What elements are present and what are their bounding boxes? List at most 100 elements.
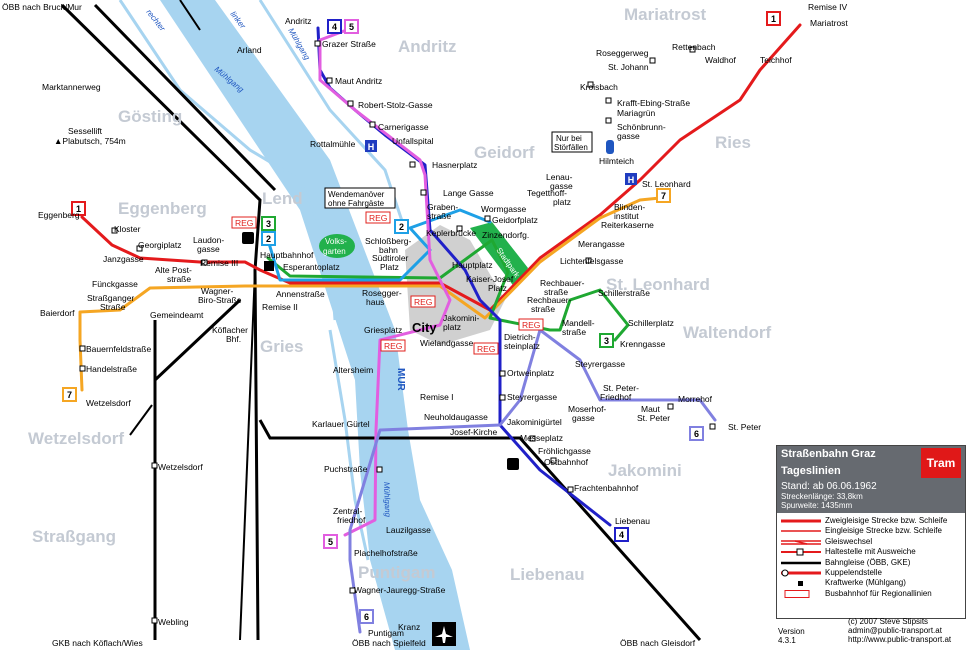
- svg-text:Fünckgasse: Fünckgasse: [92, 279, 138, 289]
- legend-row: Busbahnhof für Regionallinien: [777, 589, 965, 599]
- svg-text:Teichhof: Teichhof: [760, 55, 792, 65]
- svg-text:3: 3: [604, 336, 609, 346]
- svg-text:gasse: gasse: [572, 413, 595, 423]
- line-badges: 1 1 2 2 3 3 4 4 5 5 6 6 7 7: [62, 11, 781, 624]
- legend-row: Gleiswechsel: [777, 537, 965, 547]
- legend-row: Haltestelle mit Ausweiche: [777, 547, 965, 557]
- legend-stand: Stand: ab 06.06.1962: [781, 481, 877, 492]
- legend-title: Straßenbahn Graz: [781, 448, 876, 460]
- svg-text:Jakominigürtel: Jakominigürtel: [507, 417, 562, 427]
- svg-text:ÖBB nach Gleisdorf: ÖBB nach Gleisdorf: [620, 638, 696, 648]
- svg-text:Straßganger: Straßganger: [87, 293, 134, 303]
- svg-text:H: H: [368, 142, 375, 152]
- district-wetzelsdorf: Wetzelsdorf: [28, 429, 124, 448]
- svg-text:platz: platz: [553, 197, 571, 207]
- svg-text:Karlauer Gürtel: Karlauer Gürtel: [312, 419, 370, 429]
- district-puntigam: Puntigam: [358, 563, 435, 582]
- svg-text:Lange Gasse: Lange Gasse: [443, 188, 494, 198]
- svg-text:REG: REG: [477, 344, 495, 354]
- svg-text:Wagner-: Wagner-: [201, 286, 233, 296]
- district-mariatrost: Mariatrost: [624, 5, 707, 24]
- svg-text:gasse: gasse: [617, 131, 640, 141]
- legend-length: Streckenlänge: 33,8km: [781, 492, 863, 501]
- legend-info: Stand: ab 06.06.1962 Streckenlänge: 33,8…: [777, 481, 965, 513]
- svg-text:garten: garten: [323, 247, 346, 256]
- legend-swatch: [781, 559, 821, 567]
- svg-text:6: 6: [364, 612, 369, 622]
- svg-text:Bhf.: Bhf.: [226, 334, 241, 344]
- svg-text:Steyrergasse: Steyrergasse: [507, 392, 557, 402]
- svg-text:Neuholdaugasse: Neuholdaugasse: [424, 412, 488, 422]
- svg-text:6: 6: [694, 429, 699, 439]
- legend-label: Kraftwerke (Mühlgang): [825, 578, 906, 588]
- svg-text:Mandell-: Mandell-: [562, 318, 595, 328]
- version-text: Version 4.3.1: [778, 627, 805, 645]
- district-lend: Lend: [262, 189, 303, 208]
- district-liebenau: Liebenau: [510, 565, 585, 584]
- svg-text:REG: REG: [235, 218, 253, 228]
- svg-text:Graben-: Graben-: [427, 202, 458, 212]
- legend-row: Kraftwerke (Mühlgang): [777, 578, 965, 588]
- svg-text:Webling: Webling: [158, 617, 189, 627]
- svg-text:Wagner-Jauregg-Straße: Wagner-Jauregg-Straße: [354, 585, 446, 595]
- svg-text:Rottalmühle: Rottalmühle: [310, 139, 356, 149]
- svg-text:Remise IV: Remise IV: [808, 2, 848, 12]
- svg-text:Merangasse: Merangasse: [578, 239, 625, 249]
- svg-text:Reiterkaserne: Reiterkaserne: [601, 220, 654, 230]
- svg-text:2: 2: [266, 234, 271, 244]
- legend-swatch: [781, 538, 821, 546]
- legend-row: Eingleisige Strecke bzw. Schleife: [777, 526, 965, 536]
- svg-text:Kloster: Kloster: [114, 224, 141, 234]
- svg-text:Rechbauer-: Rechbauer-: [540, 278, 585, 288]
- svg-text:Rettenbach: Rettenbach: [672, 42, 716, 52]
- svg-text:7: 7: [67, 390, 72, 400]
- svg-text:Remise II: Remise II: [262, 302, 298, 312]
- svg-text:Unfallspital: Unfallspital: [392, 136, 434, 146]
- svg-text:Waldhof: Waldhof: [705, 55, 737, 65]
- svg-text:REG: REG: [522, 320, 540, 330]
- svg-text:ÖBB nach Bruck/Mur: ÖBB nach Bruck/Mur: [2, 2, 82, 12]
- district-st-leonhard: St. Leonhard: [606, 275, 710, 294]
- district-geidorf: Geidorf: [474, 143, 535, 162]
- svg-text:Alte Post-: Alte Post-: [155, 265, 192, 275]
- svg-text:Messeplatz: Messeplatz: [520, 433, 563, 443]
- legend-header: Straßenbahn Graz Tageslinien Tram: [777, 446, 965, 481]
- svg-text:Biro-Straße: Biro-Straße: [198, 295, 242, 305]
- svg-text:Schloßberg-: Schloßberg-: [365, 236, 411, 246]
- copyright-text: (c) 2007 Steve Stipsits: [848, 617, 929, 626]
- reg-markers: REG REG REG REG REG REG: [231, 211, 544, 355]
- svg-text:REG: REG: [384, 341, 402, 351]
- svg-text:Puntigam: Puntigam: [368, 628, 404, 638]
- svg-text:Wetzelsdorf: Wetzelsdorf: [86, 398, 131, 408]
- svg-text:Hasnerplatz: Hasnerplatz: [432, 160, 477, 170]
- svg-text:Lenau-: Lenau-: [546, 172, 573, 182]
- svg-text:Jakomini-: Jakomini-: [443, 313, 480, 323]
- svg-text:institut: institut: [614, 211, 639, 221]
- legend-row: Kuppelendstelle: [777, 568, 965, 578]
- svg-text:Liebenau: Liebenau: [615, 516, 650, 526]
- svg-text:platz: platz: [443, 322, 461, 332]
- legend-label: Zweigleisige Strecke bzw. Schleife: [825, 516, 948, 525]
- svg-text:gasse: gasse: [550, 181, 573, 191]
- svg-text:Mariagrün: Mariagrün: [617, 108, 656, 118]
- svg-text:3: 3: [266, 219, 271, 229]
- svg-text:City: City: [412, 320, 437, 335]
- svg-text:1: 1: [771, 14, 776, 24]
- svg-text:5: 5: [328, 537, 333, 547]
- legend-label: Kuppelendstelle: [825, 567, 882, 577]
- svg-text:gasse: gasse: [197, 244, 220, 254]
- svg-text:Sessellift: Sessellift: [68, 126, 103, 136]
- svg-text:REG: REG: [414, 297, 432, 307]
- svg-text:Laudon-: Laudon-: [193, 235, 224, 245]
- legend-swatch: [781, 548, 821, 556]
- info-markers: H H: [264, 140, 637, 271]
- stop-markers: [79, 40, 716, 624]
- svg-text:4: 4: [619, 530, 624, 540]
- svg-text:Frachtenbahnhof: Frachtenbahnhof: [574, 483, 639, 493]
- url-text: http://www.public-transport.at: [848, 635, 952, 644]
- svg-text:2: 2: [399, 222, 404, 232]
- svg-text:Köflacher: Köflacher: [212, 325, 248, 335]
- svg-text:Maut Andritz: Maut Andritz: [335, 76, 382, 86]
